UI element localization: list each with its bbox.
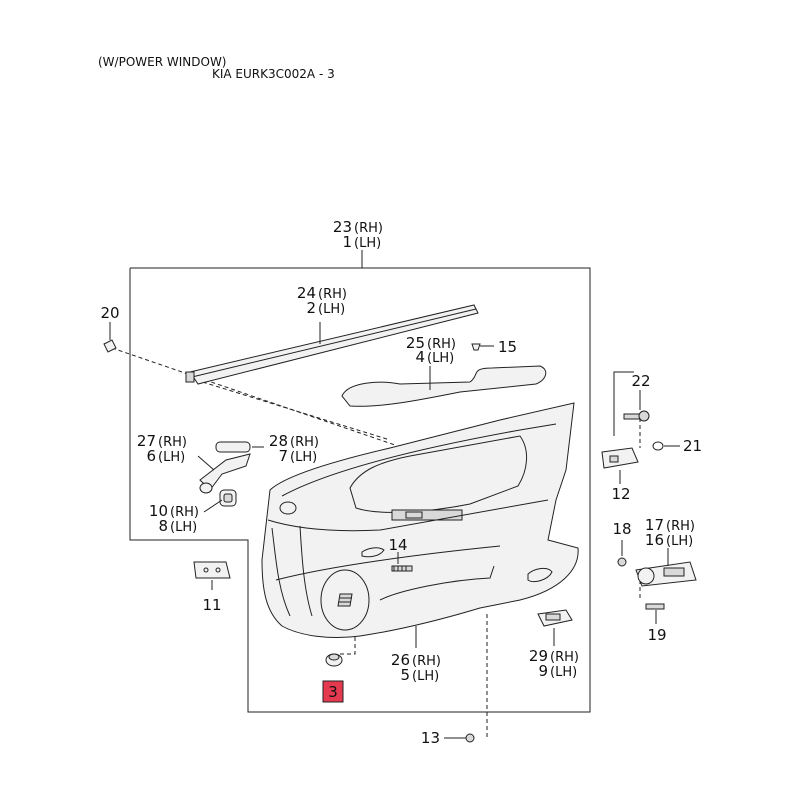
- callout-7-side: (LH): [290, 450, 317, 465]
- callout-27-side: (RH): [158, 435, 187, 450]
- header-note: (W/POWER WINDOW): [98, 55, 226, 69]
- callout-26-side: (RH): [412, 654, 441, 669]
- screw-19: [645, 603, 665, 624]
- part-3-highlight[interactable]: [322, 680, 344, 703]
- inside-handle: [197, 453, 251, 494]
- callout-7: 7: [278, 447, 288, 465]
- callout-6: 6: [146, 447, 156, 465]
- handle-cap: [215, 441, 264, 453]
- header-code: KIA EURK3C002A - 3: [212, 67, 335, 81]
- callout-13: 13: [421, 729, 440, 747]
- callout-4: 4: [415, 348, 425, 366]
- callout-28-side: (RH): [290, 435, 319, 450]
- callout-9: 9: [538, 662, 548, 680]
- callout-24: 24: [297, 284, 316, 302]
- callout-28: 28: [269, 432, 288, 450]
- nut-18: [617, 540, 627, 567]
- armrest-trim: [341, 365, 547, 407]
- callout-8-side: (LH): [170, 520, 197, 535]
- callout-15: 15: [498, 338, 517, 356]
- switch-29: [537, 609, 573, 646]
- callout-12: 12: [611, 485, 630, 503]
- callout-10: 10: [149, 502, 168, 520]
- latch-bracket-12: [601, 447, 639, 484]
- handle-bezel: [203, 489, 237, 513]
- callout-11: 11: [202, 596, 221, 614]
- hinge-17: [635, 548, 697, 587]
- callout-25-side: (RH): [427, 337, 456, 352]
- callout-10-side: (RH): [170, 505, 199, 520]
- callout-1: 1: [342, 233, 352, 251]
- part-3-clip: [325, 653, 343, 667]
- callout-3[interactable]: 3: [328, 683, 338, 701]
- callout-21: 21: [683, 437, 702, 455]
- callout-2-side: (LH): [318, 302, 345, 317]
- callout-27: 27: [137, 432, 156, 450]
- callout-9-side: (LH): [550, 665, 577, 680]
- callout-23: 23: [333, 218, 352, 236]
- callout-4-side: (LH): [427, 351, 454, 366]
- callout-22: 22: [631, 372, 650, 390]
- clip-13: [444, 733, 475, 743]
- callout-16: 16: [645, 531, 664, 549]
- callout-29-side: (RH): [550, 650, 579, 665]
- callout-26: 26: [391, 651, 410, 669]
- ring-21: [652, 441, 680, 451]
- callout-17: 17: [645, 516, 664, 534]
- belt-moulding-strip: [185, 304, 479, 385]
- callout-29: 29: [529, 647, 548, 665]
- callout-1-side: (LH): [354, 236, 381, 251]
- callout-20: 20: [100, 304, 119, 322]
- callout-16-side: (LH): [666, 534, 693, 549]
- callout-2: 2: [306, 299, 316, 317]
- bracket-11: [193, 561, 231, 590]
- clip-20: [103, 322, 117, 353]
- callout-6-side: (LH): [158, 450, 185, 465]
- door-trim-panel: [261, 402, 579, 648]
- screw-22: [623, 390, 650, 422]
- callout-18: 18: [612, 520, 631, 538]
- clip-15: [471, 343, 494, 351]
- callout-17-side: (RH): [666, 519, 695, 534]
- callout-24-side: (RH): [318, 287, 347, 302]
- screw-14: [391, 552, 413, 572]
- assembly-boundary: [129, 267, 591, 713]
- callout-19: 19: [647, 626, 666, 644]
- callout-23-side: (RH): [354, 221, 383, 236]
- callout-5: 5: [400, 666, 410, 684]
- callout-5-side: (LH): [412, 669, 439, 684]
- callout-25: 25: [406, 334, 425, 352]
- callout-8: 8: [158, 517, 168, 535]
- callout-14: 14: [388, 536, 407, 554]
